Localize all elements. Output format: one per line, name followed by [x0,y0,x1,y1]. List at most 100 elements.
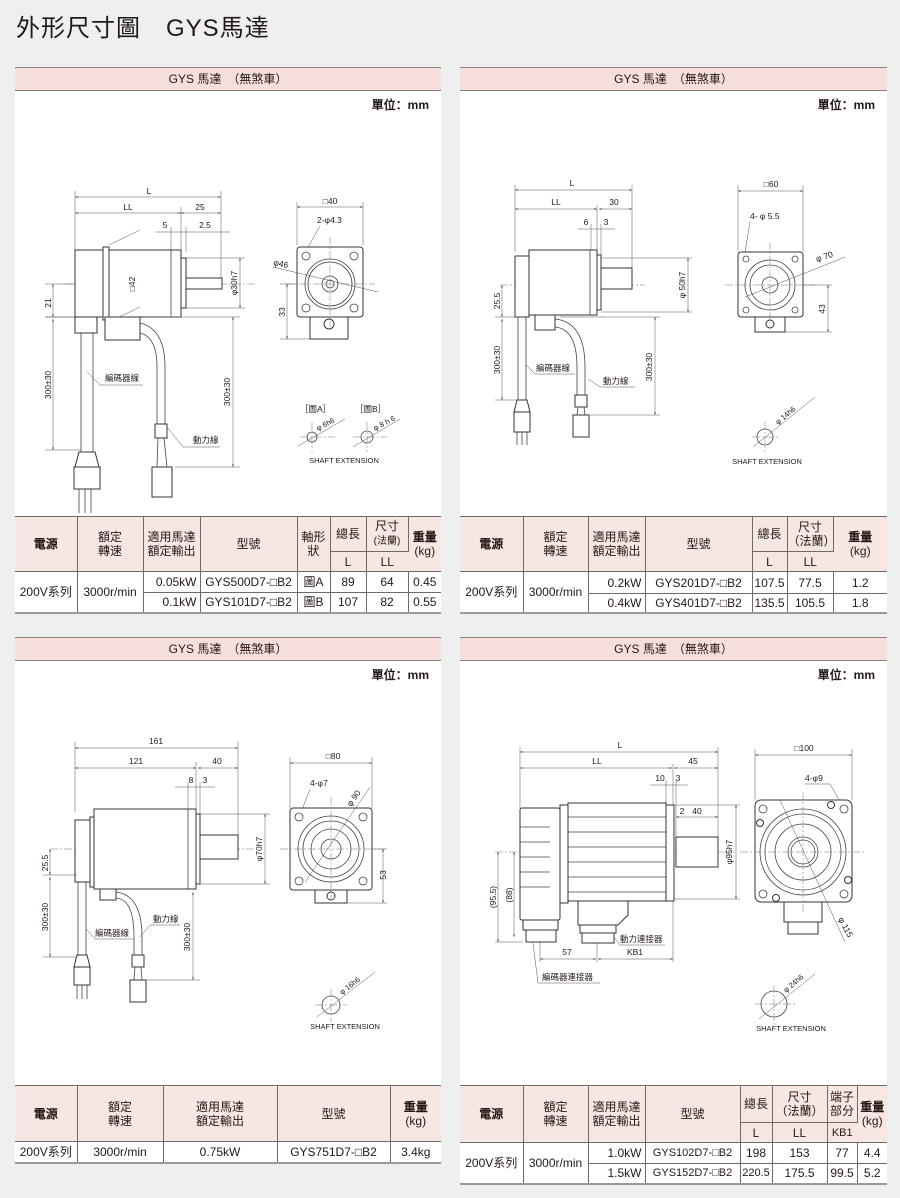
dim-53: 53 [378,870,388,880]
cell-shaft: 圖A [297,571,331,593]
col-weight-unit: (kg) [405,1113,427,1128]
dim-40: 40 [212,756,222,766]
panel-gys-50w-100w: GYS 馬達 （無煞車） 單位：mm L LL 25 5 2.5 □42 φ30… [15,67,441,614]
col-power: 電源 [460,516,524,572]
table-row: 200V系列 3000r/min 0.05kW GYS500D7-□B2 圖A … [15,571,441,614]
dim-2-5: 2.5 [199,220,211,230]
col-power: 電源 [15,516,78,572]
cell-weight: 0.45 [408,571,441,593]
col-weight: 重量(kg) [857,1085,887,1143]
dim-45: 45 [688,756,698,766]
dim-10: 10 [655,773,665,783]
page-title: 外形尺寸圖 GYS馬達 [16,15,270,42]
cell-LL: 105.5 [787,593,834,614]
dim-L: L [570,178,575,188]
panel-header: GYS 馬達 （無煞車） [15,637,441,661]
shaft-extension-label: SHAFT EXTENSION [732,457,802,466]
cell-model: GYS201D7-□B2 [645,571,753,594]
cell-LL: 153 [772,1142,828,1164]
dim-sq40: □40 [323,196,338,206]
table-row: 1.5kW GYS152D7-□B2 220.5 175.5 99.5 5.2 [460,1163,887,1185]
dim-phi50h7: φ 50h7 [677,271,687,298]
cell-L: 220.5 [740,1163,773,1185]
dim-cable-300-encoder: 300±30 [40,903,50,932]
col-weight-label: 重量 [848,530,873,544]
dim-cable-300-power: 300±30 [644,353,654,382]
panel-header: GYS 馬達 （無煞車） [460,67,887,91]
spec-table: 電源 額定轉速 適用馬達額定輸出 型號 總長 尺寸（法蘭） 重量(kg) L L… [460,516,888,614]
dim-3: 3 [676,773,681,783]
col-speed: 額定轉速 [523,516,589,572]
cell-power: 200V系列 [15,1141,78,1164]
col-flange: 尺寸（法蘭） [787,516,836,552]
dim-phi70: φ 70 [815,249,835,264]
cell-L: 198 [740,1142,773,1164]
dim-8: 8 [189,775,194,785]
unit-label: 單位：mm [817,668,875,682]
cell-output: 0.05kW [143,571,201,593]
dim-phi115: φ 115 [836,915,855,939]
cell-power: 200V系列 [460,1142,524,1185]
spec-table: 電源 額定轉速 適用馬達額定輸出 型號 軸形狀 總長 尺寸(法蘭) 重量(kg)… [15,516,441,614]
dim-phi70h7: φ70h7 [254,837,264,862]
cell-LL: 64 [366,571,409,593]
col-total: 總長 [740,1085,773,1123]
cell-model: GYS101D7-□B2 [200,592,298,614]
power-cable-label: 動力線 [153,914,179,924]
col-flange: 尺寸(法蘭) [366,516,409,552]
shaft-extension-label: SHAFT EXTENSION [310,1022,380,1031]
cell-KB1: 77 [827,1142,858,1164]
col-flange-sub: （法蘭） [787,534,836,548]
panel-gys-200w-400w: GYS 馬達 （無煞車） 單位：mm L LL 30 6 3 φ 50h7 25… [460,67,888,614]
cell-model: GYS500D7-□B2 [200,571,298,593]
cell-L: 107.5 [752,571,788,594]
dim-40: 40 [692,806,702,816]
col-terminal: 端子部分 [827,1085,858,1123]
cell-power: 200V系列 [460,571,524,614]
dim-holes: 4- φ 5.5 [750,211,780,221]
cell-speed: 3000r/min [523,571,589,614]
power-cable-label: 動力線 [603,376,629,386]
dimension-drawing: L LL 30 6 3 φ 50h7 25.5 300±30 編碼器線 動力線 [492,178,846,466]
cell-weight: 4.4 [857,1142,887,1164]
dim-cable-300-encoder: 300±30 [492,346,502,375]
cell-weight: 1.2 [833,571,888,594]
dim-88: (88) [504,887,514,902]
dim-43: 43 [817,304,827,314]
col-flange: 尺寸（法蘭） [772,1085,828,1123]
col-model: 型號 [277,1085,391,1142]
cell-model: GYS401D7-□B2 [645,593,753,614]
col-flange-label: 尺寸 [797,520,822,534]
dim-LL: LL [551,197,561,207]
cell-weight: 0.55 [408,592,441,614]
fig-a-label: ［圖A］ [300,404,331,414]
dim-5: 5 [163,220,168,230]
col-total: 總長 [752,516,788,552]
dim-holes: 4-φ7 [310,778,328,788]
table-row: 0.1kW GYS101D7-□B2 圖B 107 82 0.55 [15,592,441,614]
dim-6: 6 [584,217,589,227]
cell-LL: 82 [366,592,409,614]
shaft-extension-label: SHAFT EXTENSION [756,1024,826,1033]
col-speed: 額定轉速 [77,516,144,572]
encoder-cable-label: 編碼器線 [95,928,130,938]
power-cable-label: 動力線 [193,435,219,445]
dim-3: 3 [203,775,208,785]
dim-LL: LL [123,202,133,212]
dim-121: 121 [129,756,143,766]
dim-holes: 2-φ4.3 [317,215,342,225]
col-weight-unit: (kg) [861,1114,883,1128]
cell-weight: 3.4kg [390,1141,441,1164]
dim-21: 21 [43,298,53,308]
col-output: 適用馬達額定輸出 [143,516,201,572]
col-L: L [740,1122,773,1143]
dim-cable-300-power: 300±30 [222,378,232,407]
dim-L: L [147,186,152,196]
dim-sq80: □80 [326,751,341,761]
shaft-dim: φ 16h6 [338,975,362,997]
col-speed: 額定轉速 [77,1085,164,1142]
col-power: 電源 [15,1085,78,1142]
col-model: 型號 [645,1085,741,1143]
dim-cable-300-power: 300±30 [182,923,192,952]
cell-output: 0.2kW [588,571,646,594]
